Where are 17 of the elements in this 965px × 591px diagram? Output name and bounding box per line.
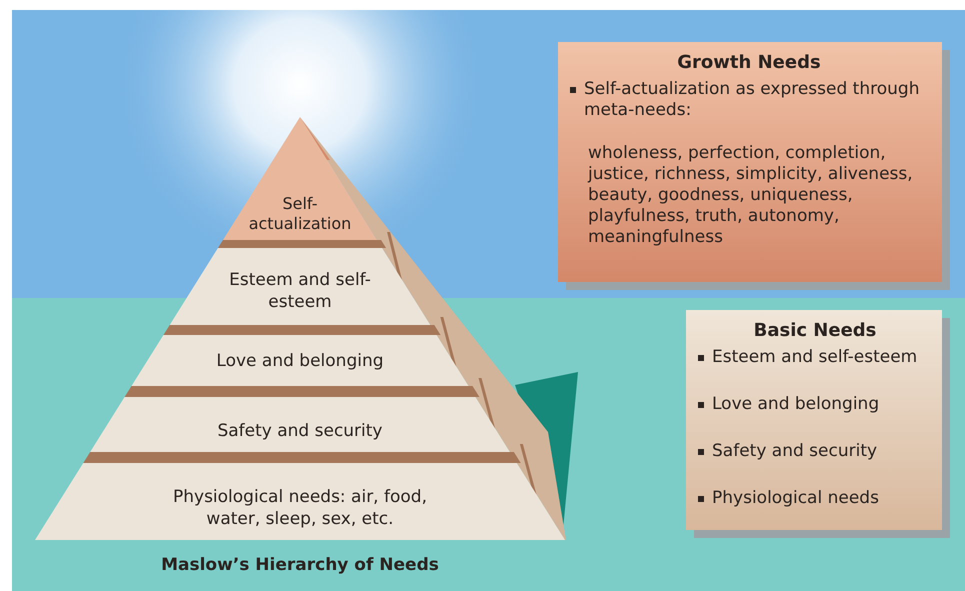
- caption: Maslow’s Hierarchy of Needs: [160, 555, 440, 575]
- level-label: Love and belonging: [216, 350, 384, 372]
- level-label: Safety and security: [217, 420, 382, 442]
- bullet-text: Safety and security: [712, 441, 878, 462]
- bullet-text: Esteem and self-esteem: [712, 347, 918, 368]
- pyramid-level: [34, 463, 565, 540]
- level-label: Self-actualization: [248, 194, 352, 234]
- bullet-text: Self-actualization as expressed through meta-needs:: [584, 79, 920, 121]
- level-label: Esteem and self-esteem: [228, 269, 372, 313]
- body-text: wholeness, perfection, completion, justice, richness, simplicity, aliveness, beauty, goodness, uniqueness, playfulness, truth, autonomy, meaningfulness: [588, 143, 914, 248]
- info-card: [558, 42, 942, 282]
- card-heading: Growth Needs: [676, 52, 822, 73]
- level-label: Physiological needs: air, food, water, sleep, sex, etc.: [172, 486, 428, 530]
- bullet-text: Physiological needs: [712, 488, 879, 509]
- info-card: [686, 310, 942, 530]
- card-heading: Basic Needs: [752, 320, 878, 341]
- bullet-text: Love and belonging: [712, 394, 880, 415]
